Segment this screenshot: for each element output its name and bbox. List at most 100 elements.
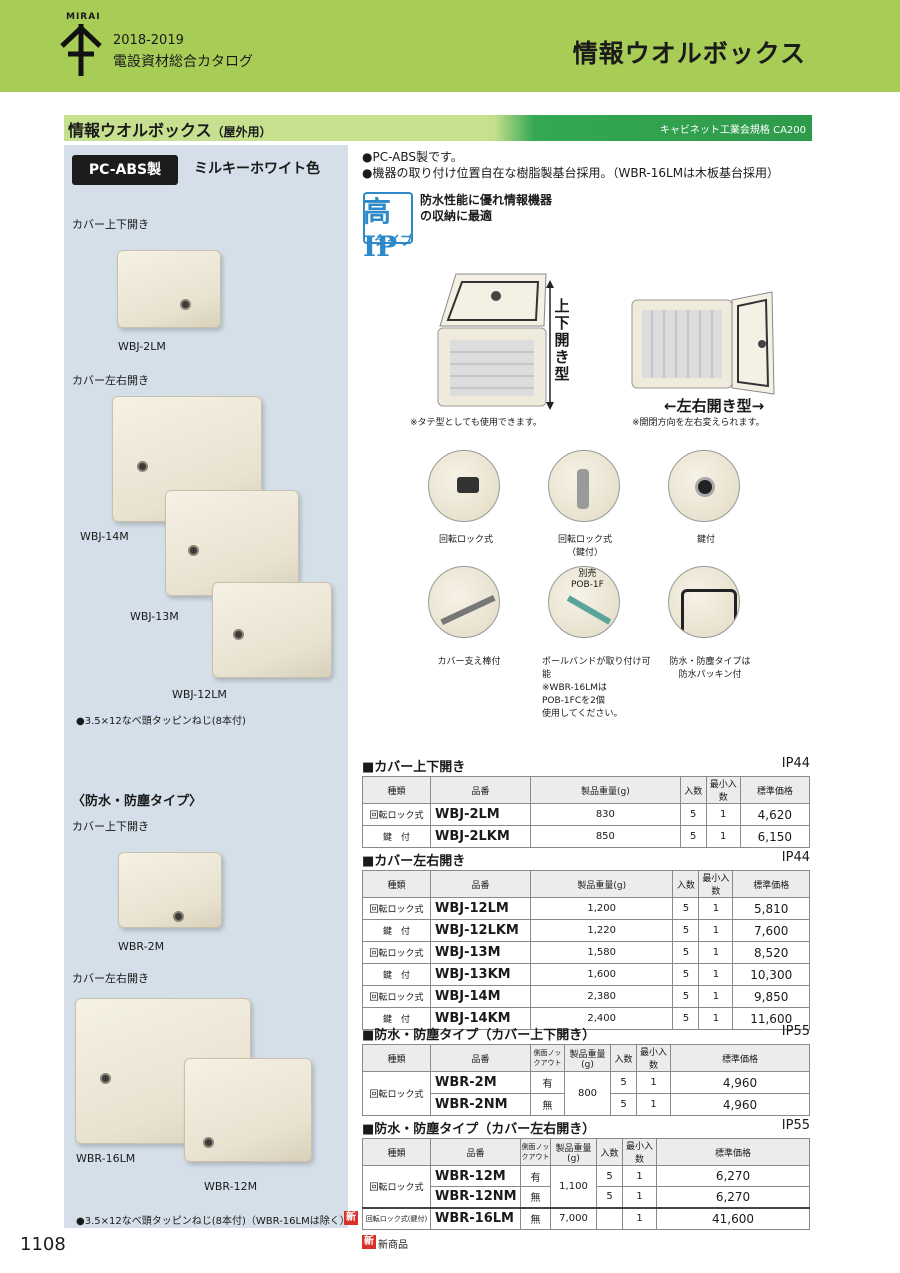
cell-weight: 830 (530, 803, 681, 826)
col-minqty: 最小入数 (705, 776, 741, 804)
catalog-year: 2018-2019 (113, 33, 184, 48)
product-image-wbj-2lm (117, 250, 221, 328)
cell-model: WBJ-12LKM (430, 919, 531, 942)
catalog-name: 電設資材総合カタログ (113, 54, 253, 70)
table1: 種類 品番 製品重量(g) 入数 最小入数 標準価格 回転ロック式 WBJ-2L… (362, 776, 811, 848)
page-header: MIRAI 2018-2019 電設資材総合カタログ 情報ウオルボックス (0, 0, 900, 92)
cell-side: 無 (520, 1186, 551, 1208)
feature-rotary-lock-key-image (548, 450, 620, 522)
cell-kind: 回転ロック式 (362, 1071, 431, 1116)
cell-min: 1 (622, 1207, 657, 1230)
cell-price: 4,960 (670, 1093, 810, 1116)
cell-qty (596, 1207, 623, 1230)
key-handle-icon (577, 469, 589, 509)
label-updown-1: カバー上下開き (72, 218, 149, 231)
cell-price: 8,520 (732, 941, 810, 964)
label-leftright-1: カバー左右開き (72, 374, 149, 387)
cell-weight: 1,100 (550, 1165, 597, 1208)
cell-price: 6,270 (656, 1165, 810, 1187)
table-row: 回転ロック式 WBJ-12LM 1,200 5 1 5,810 (362, 897, 810, 920)
table-row: 回転ロック式 WBJ-14M 2,380 5 1 9,850 (362, 985, 810, 1008)
col-qty: 入数 (672, 870, 700, 898)
col-weight: 製品重量(g) (529, 870, 674, 898)
lock-icon (180, 299, 191, 310)
note-vertical: ※タテ型としても使用できます。 (410, 418, 542, 428)
model-label: WBJ-2LM (118, 340, 166, 353)
cell-model: WBR-12NM (430, 1186, 521, 1208)
cell-qty: 5 (672, 941, 700, 964)
cell-model: WBR-2NM (430, 1093, 531, 1116)
table1-ip: IP44 (781, 756, 810, 771)
cell-price: 6,150 (739, 825, 811, 848)
logo-text: MIRAI (66, 12, 101, 22)
cell-kind: 回転ロック式 (362, 803, 431, 826)
cell-weight: 800 (564, 1071, 611, 1116)
table2-ip: IP44 (781, 850, 810, 865)
col-minqty: 最小入数 (622, 1138, 657, 1166)
cell-qty: 5 (596, 1165, 623, 1187)
material-badge: PC-ABS製 (72, 155, 178, 185)
cell-model: WBJ-2LM (430, 803, 531, 826)
table3: 種類 品番 側面ノックアウト 製品重量(g) 入数 最小入数 標準価格 回転ロッ… (362, 1044, 810, 1116)
col-kind: 種類 (362, 1044, 431, 1072)
rotary-lock-icon (457, 477, 479, 493)
screw-note-1: ●3.5×12なべ頭タッピンねじ(8本付) (76, 716, 246, 727)
lock-icon (233, 629, 244, 640)
cell-min: 1 (705, 825, 741, 848)
cell-min: 1 (698, 897, 734, 920)
table1-title: ■カバー上下開き (362, 760, 466, 775)
cell-qty: 5 (672, 1007, 700, 1030)
label-updown-2: カバー上下開き (72, 820, 149, 833)
cell-weight: 7,000 (550, 1207, 597, 1230)
section-title-suffix: （屋外用） (211, 125, 272, 139)
model-label: WBJ-12LM (172, 688, 227, 701)
cell-kind: 回転ロック式 (362, 941, 431, 964)
table-row: 鍵 付 WBJ-2LKM 850 5 1 6,150 (362, 825, 811, 848)
cell-kind: 鍵 付 (362, 1007, 431, 1030)
col-price: 標準価格 (670, 1044, 810, 1072)
cell-qty: 5 (672, 985, 700, 1008)
cell-kind: 回転ロック式 (362, 1165, 431, 1208)
cell-model: WBJ-12LM (430, 897, 531, 920)
feature-caption: 鍵付 (696, 535, 715, 545)
model-label: WBJ-14M (80, 530, 129, 543)
product-image-wbr-12m (184, 1058, 312, 1162)
col-qty: 入数 (679, 776, 707, 804)
cell-min: 1 (698, 985, 734, 1008)
table-row: 回転ロック式 WBR-2M 有 800 5 1 4,960 (362, 1071, 810, 1116)
cell-price: 5,810 (732, 897, 810, 920)
cell-model: WBJ-13KM (430, 963, 531, 986)
cell-kind: 回転ロック式 (362, 985, 431, 1008)
cell-kind: 鍵 付 (362, 825, 431, 848)
feature-support-rod-image (428, 566, 500, 638)
col-kind: 種類 (362, 776, 431, 804)
table-row: 回転ロック式(鍵付) WBR-16LM 無 7,000 1 41,600 (362, 1207, 810, 1230)
cell-price: 10,300 (732, 963, 810, 986)
cell-weight: 2,400 (529, 1007, 674, 1030)
cell-weight: 1,220 (529, 919, 674, 942)
col-model: 品番 (430, 776, 531, 804)
cell-min: 1 (698, 919, 734, 942)
cell-kind: 回転ロック式(鍵付) (362, 1207, 431, 1230)
feature-caption: カバー支え棒付 (437, 657, 501, 667)
cell-model: WBR-16LM (430, 1207, 521, 1230)
cell-price: 9,850 (732, 985, 810, 1008)
ip-badge-sub: タイプ (374, 234, 414, 249)
col-price: 標準価格 (732, 870, 810, 898)
lock-icon (188, 545, 199, 556)
feature-gasket-image (668, 566, 740, 638)
cell-weight: 2,380 (529, 985, 674, 1008)
col-qty: 入数 (610, 1044, 637, 1072)
cell-model: WBJ-2LKM (430, 825, 531, 848)
cell-min: 1 (698, 963, 734, 986)
gasket-icon (681, 589, 737, 637)
open-box-vertical-illustration (437, 273, 547, 407)
col-model: 品番 (430, 1044, 531, 1072)
table4-title: ■防水・防塵タイプ（カバー左右開き） (362, 1122, 596, 1137)
ip-description: 防水性能に優れ情報機器の収納に最適 (420, 193, 553, 223)
table4: 種類 品番 側面ノックアウト 製品重量(g) 入数 最小入数 標準価格 回転ロッ… (362, 1138, 810, 1230)
cell-kind: 鍵 付 (362, 919, 431, 942)
table2-title: ■カバー左右開き (362, 854, 466, 869)
cell-min: 1 (705, 803, 741, 826)
bullet-2: ●機器の取り付け位置自在な樹脂製基台採用。（WBR-16LMは木板基台採用） (362, 166, 780, 180)
